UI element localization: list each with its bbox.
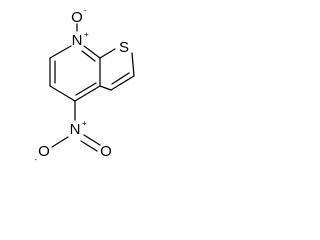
atom-labels: O - N + S N + O - O bbox=[34, 6, 129, 164]
atom-o-top: O bbox=[71, 9, 83, 26]
bond-n-o-right-double bbox=[80, 140, 98, 152]
bond-n-c6 bbox=[49, 45, 72, 59]
bond-c7a-s bbox=[99, 48, 116, 59]
structure-canvas: O - N + S N + O - O bbox=[0, 0, 147, 197]
bond-n-o-left bbox=[51, 136, 69, 148]
molecule-drawing: O - N + S N + O - O bbox=[34, 6, 135, 164]
bond-c7a-n-double bbox=[81, 50, 96, 62]
bond-c2-c3-double bbox=[111, 72, 130, 85]
atom-o-nitro-left: O bbox=[38, 143, 50, 160]
bond-c7a-n bbox=[83, 45, 101, 59]
bond-c2-c3 bbox=[110, 75, 135, 91]
charge-o-nitro-left: - bbox=[34, 155, 37, 164]
atom-s-ring: S bbox=[119, 39, 129, 56]
bond-n-o-right bbox=[83, 134, 101, 146]
bond-c3-c3a bbox=[99, 85, 112, 91]
atom-o-nitro-right: O bbox=[100, 143, 112, 160]
bond-s-c2 bbox=[131, 52, 135, 77]
atom-n-nitro: N bbox=[70, 121, 81, 138]
bond-c5-c4 bbox=[49, 85, 76, 102]
charge-o-top: - bbox=[84, 6, 87, 15]
bond-c4-c3a bbox=[74, 85, 101, 102]
charge-n-ring: + bbox=[84, 30, 89, 39]
bonds bbox=[49, 23, 135, 152]
bond-c4-c3a-double bbox=[75, 82, 97, 96]
atom-n-ring: N bbox=[72, 32, 83, 49]
charge-n-nitro: + bbox=[82, 119, 87, 128]
